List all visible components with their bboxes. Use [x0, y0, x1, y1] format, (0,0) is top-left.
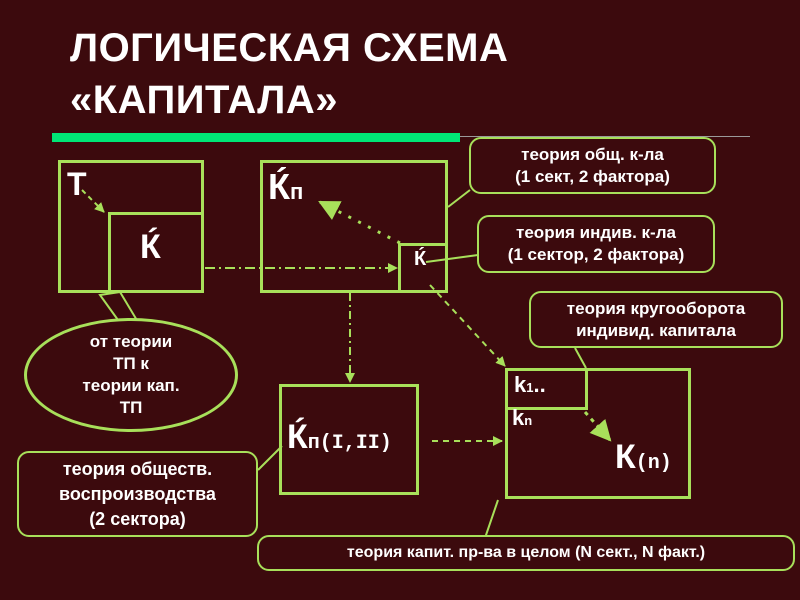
- label-kn-big: К(n): [615, 438, 672, 477]
- callout-ellipse-line-4: ТП: [119, 398, 143, 417]
- label-t: Т: [67, 166, 87, 202]
- label-k1-sub: 1: [526, 380, 534, 395]
- callout-social-line-3: (2 сектора): [89, 508, 186, 529]
- callout-ellipse-line-3: теории кап.: [82, 376, 180, 395]
- page-title: ЛОГИЧЕСКАЯ СХЕМА «КАПИТАЛА»: [70, 22, 508, 126]
- label-kp-sub: п: [289, 179, 304, 204]
- pointer-individual: [425, 254, 479, 263]
- callout-social-line-2: воспроизводства: [59, 483, 216, 504]
- label-kn-big-main: К: [615, 438, 636, 476]
- callout-ellipse-transition: от теории ТП к теории кап. ТП: [24, 318, 238, 432]
- box-k1-kn: [505, 368, 588, 410]
- box-kp12: [279, 384, 419, 495]
- callout-individual-capital: теория индив. к-ла (1 сектор, 2 фактора): [477, 215, 715, 273]
- callout-ellipse-line-1: от теории: [89, 332, 173, 351]
- box-kn: [505, 368, 691, 499]
- title-line-1: ЛОГИЧЕСКАЯ СХЕМА: [70, 26, 509, 70]
- label-kn-big-sub: (n): [635, 452, 672, 475]
- callout-general-capital: теория общ. к-ла (1 сект, 2 фактора): [469, 137, 716, 194]
- arrow-small-k-to-kp: [318, 200, 401, 245]
- callout-circulation-line-1: теория кругооборота: [566, 298, 746, 318]
- label-k1-main: k: [514, 372, 527, 397]
- callout-individual-line-1: теория индив. к-ла: [516, 223, 676, 242]
- pointer-general: [447, 189, 471, 208]
- pointer-whole: [484, 499, 499, 539]
- title-line-2: «КАПИТАЛА»: [70, 78, 339, 122]
- callout-whole-line-1: теория капит. пр-ва в целом (N сект., N …: [346, 544, 706, 561]
- callout-individual-line-2: (1 сектор, 2 фактора): [507, 245, 685, 264]
- label-small-k: Ќ: [414, 248, 427, 270]
- label-kn-small: kn: [512, 405, 532, 431]
- pointer-social: [257, 445, 283, 471]
- callout-general-line-2: (1 сект, 2 фактора): [515, 166, 670, 186]
- title-underline: [52, 133, 460, 142]
- callout-social-reproduction: теория обществ. воспроизводства (2 секто…: [17, 451, 258, 537]
- label-k1-dots: ..: [533, 372, 546, 397]
- label-kp-main: Ќ: [268, 166, 290, 207]
- callout-general-line-1: теория общ. к-ла: [521, 144, 664, 164]
- callout-ellipse-line-2: ТП к: [113, 354, 149, 373]
- arrow-k1-to-kn-big: [583, 411, 612, 442]
- callout-circulation: теория кругооборота индивид. капитала: [529, 291, 783, 348]
- box-k-inner: [108, 212, 204, 293]
- label-k-inner: Ќ: [140, 228, 161, 266]
- pointer-circulation: [574, 347, 587, 369]
- callout-circulation-line-2: индивид. капитала: [576, 320, 736, 340]
- label-k1: k1..: [514, 372, 546, 398]
- title-thin-line: [460, 136, 750, 137]
- label-kp12: Ќп(I,II): [287, 418, 392, 457]
- label-kn-small-sub: n: [524, 413, 533, 428]
- arrow-small-k-to-kn: [429, 284, 506, 367]
- label-kp12-main: Ќ: [287, 418, 308, 456]
- label-kp12-sub: п(I,II): [307, 432, 392, 455]
- label-kp: Ќп: [268, 166, 303, 208]
- callout-whole-production: теория капит. пр-ва в целом (N сект., N …: [257, 535, 795, 571]
- box-kp: [260, 160, 448, 293]
- label-kn-small-main: k: [512, 405, 525, 430]
- callout-social-line-1: теория обществ.: [62, 458, 213, 479]
- box-small-k: [398, 243, 448, 293]
